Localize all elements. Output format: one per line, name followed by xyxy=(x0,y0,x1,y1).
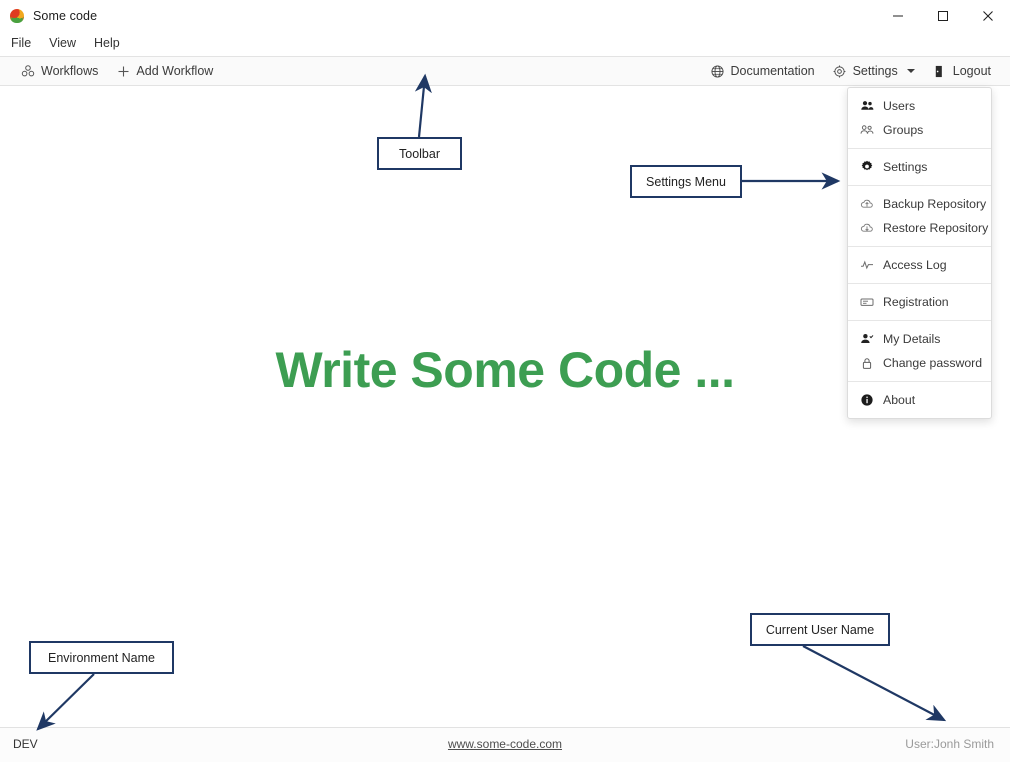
gear-icon xyxy=(860,160,874,174)
plus-icon xyxy=(116,64,130,78)
menu-item-backup-repository[interactable]: Backup Repository xyxy=(848,192,991,216)
menu-item-label: Registration xyxy=(883,295,949,309)
menu-item-label: Restore Repository xyxy=(883,221,989,235)
menubar-item-file[interactable]: File xyxy=(11,36,32,50)
toolbar-button-settings[interactable]: Settings xyxy=(824,64,924,78)
toolbar-label-workflows: Workflows xyxy=(41,63,99,78)
menu-item-access-log[interactable]: Access Log xyxy=(848,253,991,277)
menu-item-label: Change password xyxy=(883,356,983,370)
menu-item-about[interactable]: About xyxy=(848,388,991,412)
users-icon xyxy=(860,99,874,113)
menu-item-label: Groups xyxy=(883,123,924,137)
pulse-icon xyxy=(860,258,874,272)
environment-name-label: DEV xyxy=(13,737,38,751)
lock-icon xyxy=(860,356,874,370)
globe-icon xyxy=(711,64,725,78)
menubar-item-view[interactable]: View xyxy=(49,36,77,50)
cloud-download-icon xyxy=(860,221,874,235)
toolbar-button-workflows[interactable]: Workflows xyxy=(12,64,107,78)
menu-item-label: Settings xyxy=(883,160,928,174)
toolbar-right-group: Documentation Settings xyxy=(702,64,1000,78)
card-icon xyxy=(860,295,874,309)
window-controls xyxy=(875,0,1010,32)
chevron-down-icon xyxy=(906,69,915,73)
close-icon[interactable] xyxy=(965,0,1010,32)
app-bug-icon xyxy=(9,8,25,24)
menu-item-users[interactable]: Users xyxy=(848,94,991,118)
menu-item-label: Users xyxy=(883,99,916,113)
minimize-icon[interactable] xyxy=(875,0,920,32)
status-bar: DEV www.some-code.com User:Jonh Smith xyxy=(0,727,1010,762)
toolbar-left-group: Workflows Add Workflow xyxy=(12,64,222,78)
menu-item-label: My Details xyxy=(883,332,941,346)
menu-item-registration[interactable]: Registration xyxy=(848,290,991,314)
menu-item-label: About xyxy=(883,393,916,407)
gear-icon xyxy=(833,64,847,78)
menu-item-label: Access Log xyxy=(883,258,947,272)
page-title: Write Some Code ... xyxy=(275,342,735,398)
toolbar-label-documentation: Documentation xyxy=(730,63,815,78)
menubar-item-help[interactable]: Help xyxy=(94,36,120,50)
menu-group-registration: Registration xyxy=(848,283,991,320)
window-title: Some code xyxy=(33,9,98,23)
toolbar: Workflows Add Workflow xyxy=(0,56,1010,86)
site-link[interactable]: www.some-code.com xyxy=(447,737,563,751)
toolbar-button-add-workflow[interactable]: Add Workflow xyxy=(107,64,222,78)
menu-item-groups[interactable]: Groups xyxy=(848,118,991,142)
toolbar-label-add-workflow: Add Workflow xyxy=(136,63,214,78)
user-check-icon xyxy=(860,332,874,346)
groups-icon xyxy=(860,123,874,137)
settings-dropdown-menu[interactable]: Users Groups xyxy=(847,87,992,419)
menu-bar: File View Help xyxy=(0,32,1010,54)
maximize-icon[interactable] xyxy=(920,0,965,32)
menu-group-people: Users Groups xyxy=(848,88,991,148)
toolbar-label-settings: Settings xyxy=(852,63,898,78)
menu-item-label: Backup Repository xyxy=(883,197,987,211)
menu-group-account: My Details Change password xyxy=(848,320,991,381)
toolbar-button-logout[interactable]: Logout xyxy=(924,64,1000,78)
menu-item-restore-repository[interactable]: Restore Repository xyxy=(848,216,991,240)
current-user-label: User:Jonh Smith xyxy=(905,737,994,751)
menu-group-repository: Backup Repository Restore Repository xyxy=(848,185,991,246)
logout-door-icon xyxy=(933,64,947,78)
cloud-upload-icon xyxy=(860,197,874,211)
workflows-icon xyxy=(21,64,35,78)
title-bar: Some code xyxy=(0,0,1010,32)
menu-group-access-log: Access Log xyxy=(848,246,991,283)
info-icon xyxy=(860,393,874,407)
menu-item-settings[interactable]: Settings xyxy=(848,155,991,179)
toolbar-button-documentation[interactable]: Documentation xyxy=(702,64,824,78)
menu-group-settings: Settings xyxy=(848,148,991,185)
toolbar-label-logout: Logout xyxy=(952,63,991,78)
menu-group-about: About xyxy=(848,381,991,418)
menu-item-change-password[interactable]: Change password xyxy=(848,351,991,375)
menu-item-my-details[interactable]: My Details xyxy=(848,327,991,351)
